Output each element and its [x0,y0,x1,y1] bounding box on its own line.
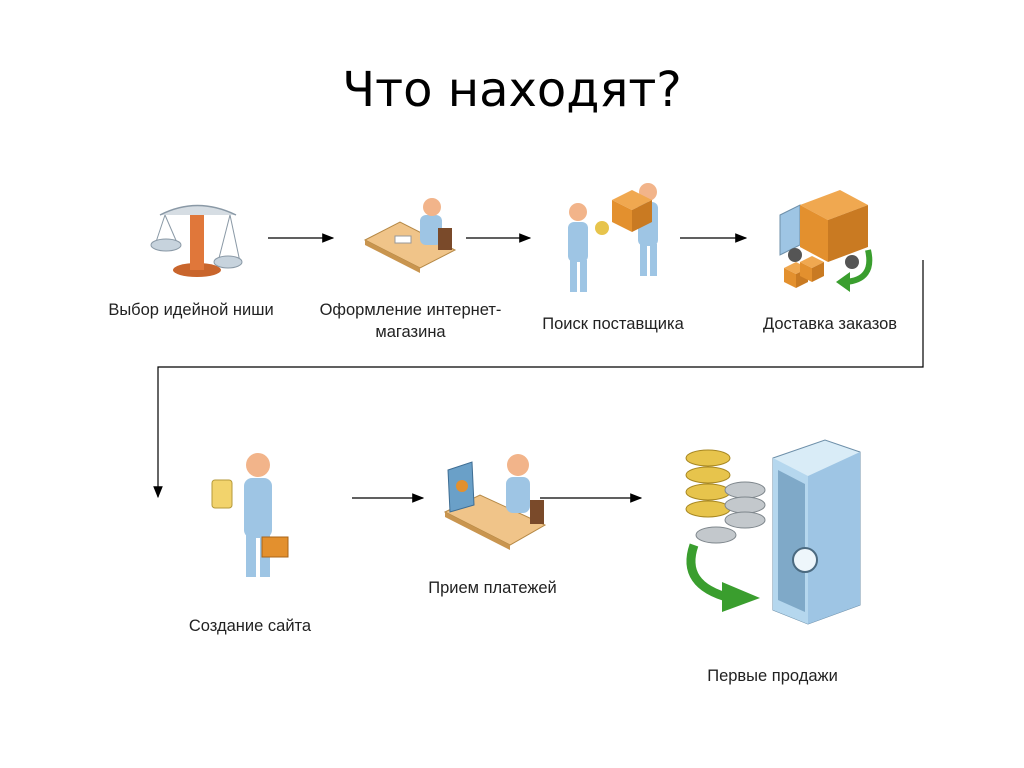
step-label-payments: Прием платежей [428,579,557,597]
step-label-store-design: Оформление интернет-магазина [319,301,502,341]
person-desk-icon [363,198,457,273]
payment-desk-icon [443,454,547,550]
person-briefcase-icon [211,453,289,577]
step-label-supplier: Поиск поставщика [542,315,684,333]
supplier-icon [568,183,658,292]
step-label-delivery: Доставка заказов [762,315,898,333]
step-label-niche: Выбор идейной ниши [108,301,274,319]
step-label-first-sales: Первые продажи [707,667,838,685]
flow-connector [153,260,924,499]
coins-safe-icon [685,439,861,625]
delivery-truck-icon [779,190,873,292]
step-label-website: Создание сайта [188,617,312,635]
page-title: Что находят? [342,62,682,118]
scales-icon [150,204,243,277]
